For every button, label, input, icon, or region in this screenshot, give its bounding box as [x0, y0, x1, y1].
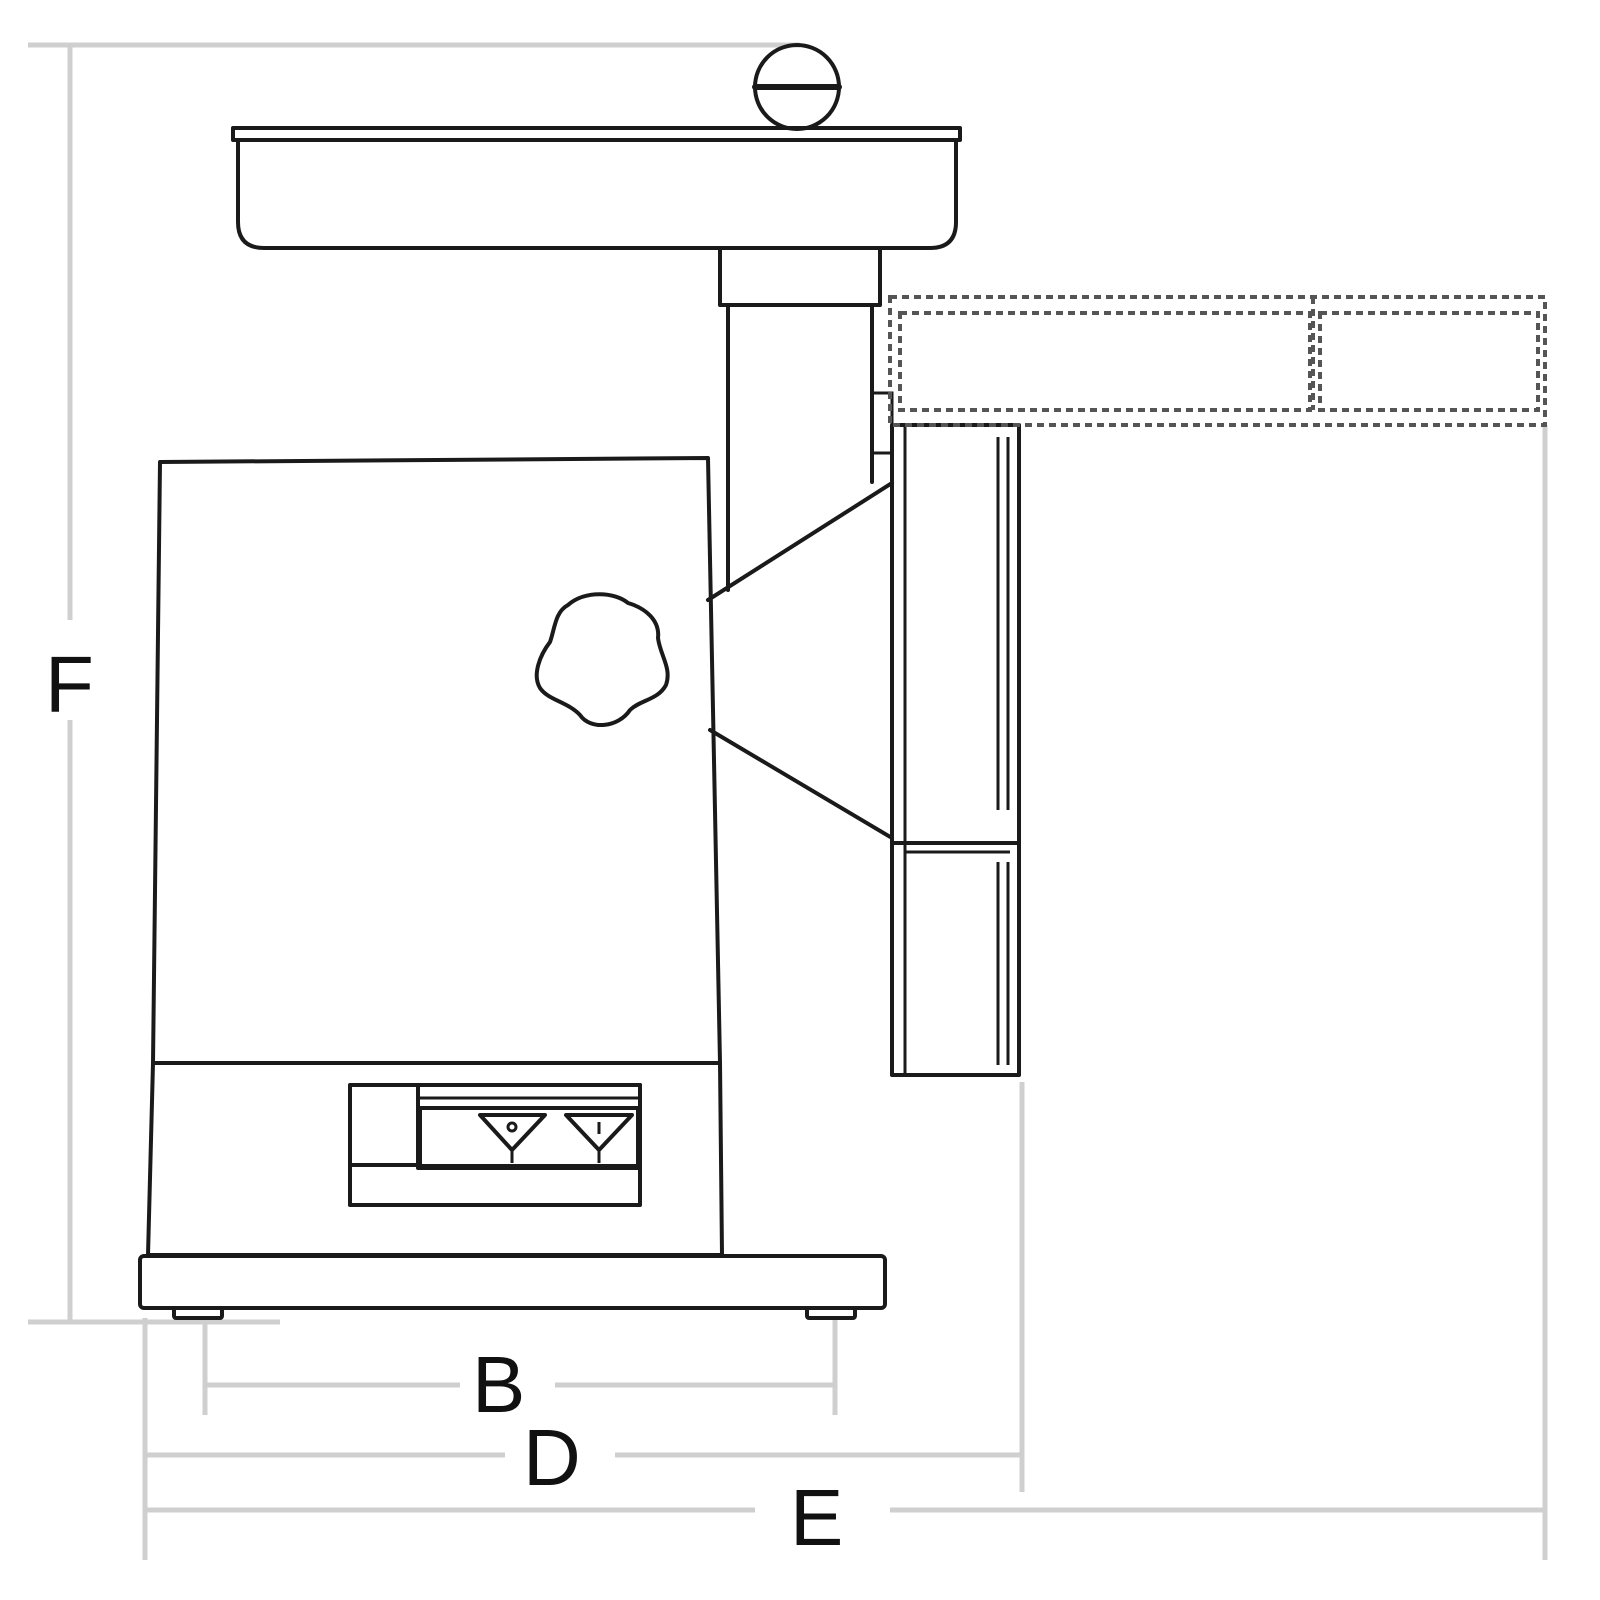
dimension-label-d: D: [523, 1413, 581, 1502]
feed-neck: [718, 246, 894, 592]
motor-housing: [146, 456, 724, 1257]
dimension-label-b: B: [472, 1340, 525, 1429]
outlet-plate: [890, 423, 1021, 1077]
dimension-label-f: F: [45, 640, 94, 729]
base-plate: [138, 1254, 887, 1310]
dimension-e: [145, 425, 1548, 1560]
switch-button-reverse-icon: [564, 1113, 634, 1163]
switch-panel: [348, 1083, 642, 1207]
feed-tray: [231, 126, 962, 250]
star-knob-icon: [534, 592, 670, 728]
foot-left: [172, 1306, 224, 1320]
dimension-f: [28, 42, 800, 1325]
extension-tray-dashed: [888, 295, 1547, 427]
foot-right: [805, 1306, 857, 1320]
dimension-label-e: E: [790, 1473, 843, 1562]
grinder-head: [706, 481, 894, 840]
dimension-d: [142, 1082, 1025, 1560]
switch-button-forward-icon: [478, 1113, 547, 1163]
dimension-b: [202, 1318, 838, 1415]
pusher-knob: [752, 43, 842, 131]
